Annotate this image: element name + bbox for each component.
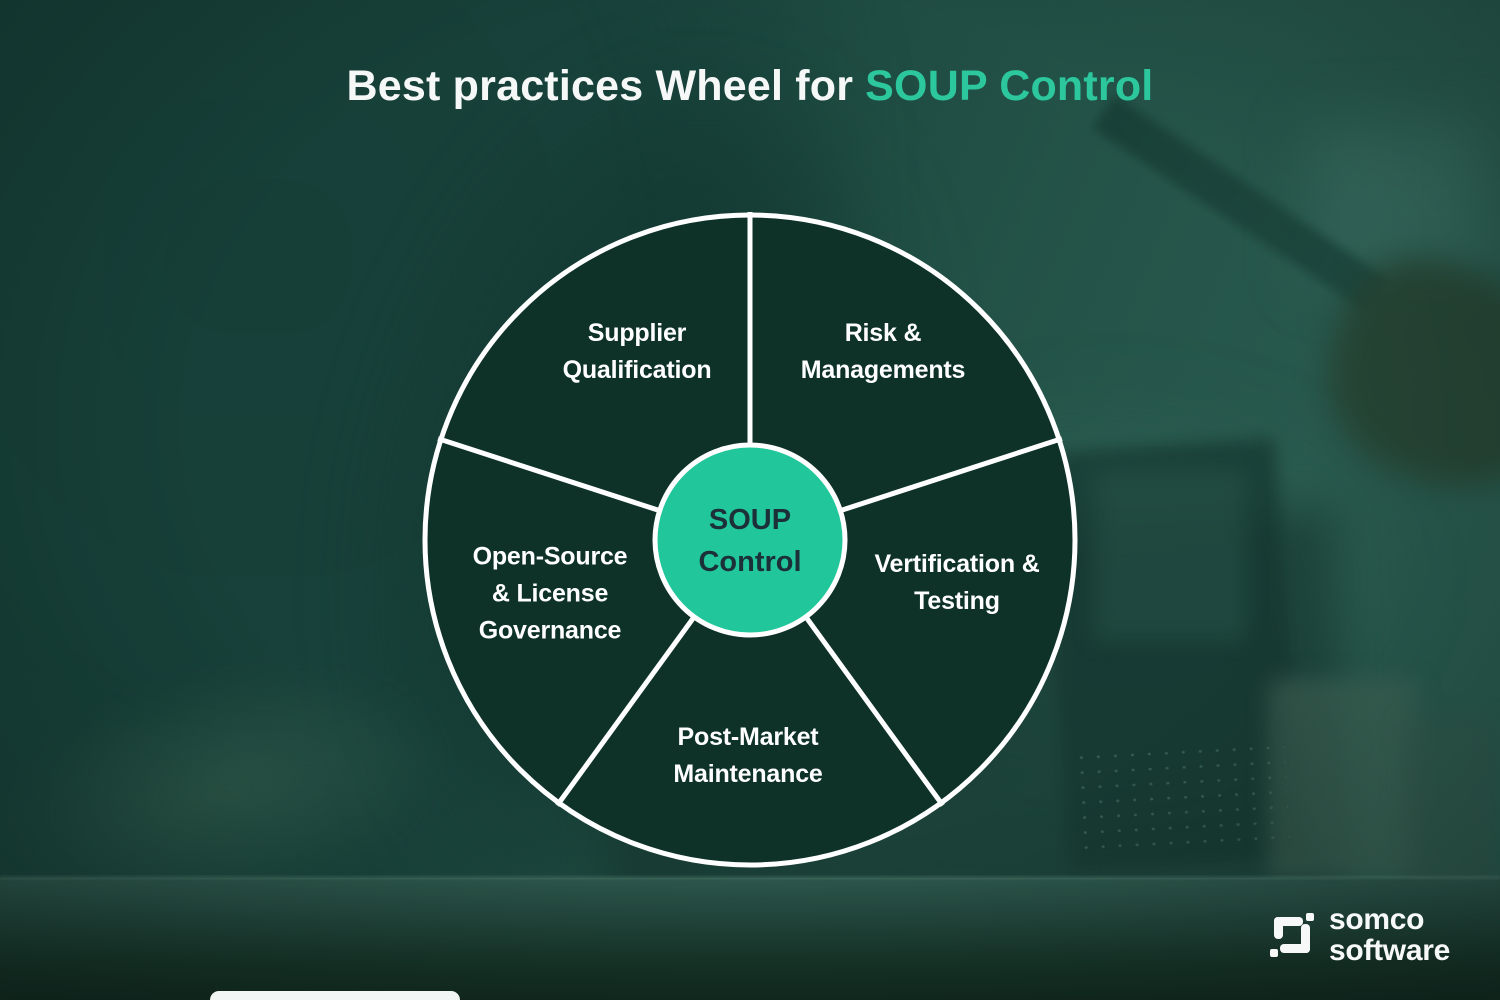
segment-label-line: Maintenance [673, 760, 823, 788]
title-text: Best practices Wheel for [346, 62, 854, 110]
segment-label-line: Testing [914, 587, 1000, 615]
segment-label-line: & License [491, 579, 609, 608]
segment-label-line: Supplier [587, 319, 687, 347]
somco-logo: somco software [1268, 904, 1450, 966]
somco-mark-icon [1270, 913, 1315, 957]
coffee-cup-shape [1268, 678, 1420, 878]
logo-dot-bottom-left [1270, 949, 1279, 957]
segment-label-line: Qualification [562, 356, 712, 384]
segment-label-line: Managements [800, 356, 966, 384]
desk-edge-highlight [0, 876, 1500, 879]
logo-line-1: somco [1329, 903, 1425, 936]
desk-shape [0, 878, 1500, 1000]
center-label-line: Control [698, 546, 802, 578]
segment-post-market-maintenance: Post-Market Maintenance [673, 719, 822, 793]
wheel-center-circle [652, 442, 848, 638]
segment-risk-managements: Risk & Managements [801, 315, 966, 389]
logo-bar-left [1274, 917, 1284, 939]
segment-open-source-license-governance: Open-Source & License Governance [473, 539, 628, 650]
somco-logo-text: somco software [1329, 904, 1450, 966]
segment-label-line: Vertification & [874, 550, 1040, 578]
bottom-cutoff-card [210, 991, 460, 1000]
screen-chart-shape [1095, 470, 1245, 640]
segment-vertification-testing: Vertification & Testing [874, 546, 1039, 620]
logo-line-2: software [1329, 934, 1450, 967]
logo-dot-top-right [1306, 913, 1315, 921]
center-label-line: SOUP [708, 504, 792, 536]
segment-label-line: Risk & [844, 319, 922, 347]
segment-label-line: Governance [478, 616, 622, 645]
title-highlight: SOUP Control [865, 62, 1154, 110]
soup-control-wheel [422, 212, 1078, 868]
segment-label-line: Open-Source [472, 542, 628, 571]
coffee-cup-2-shape [1402, 718, 1494, 890]
logo-bar-bottom [1280, 944, 1311, 953]
segment-label-line: Post-Market [677, 723, 819, 751]
segment-supplier-qualification: Supplier Qualification [563, 315, 712, 389]
wheel-center-label: SOUP Control [698, 499, 801, 583]
